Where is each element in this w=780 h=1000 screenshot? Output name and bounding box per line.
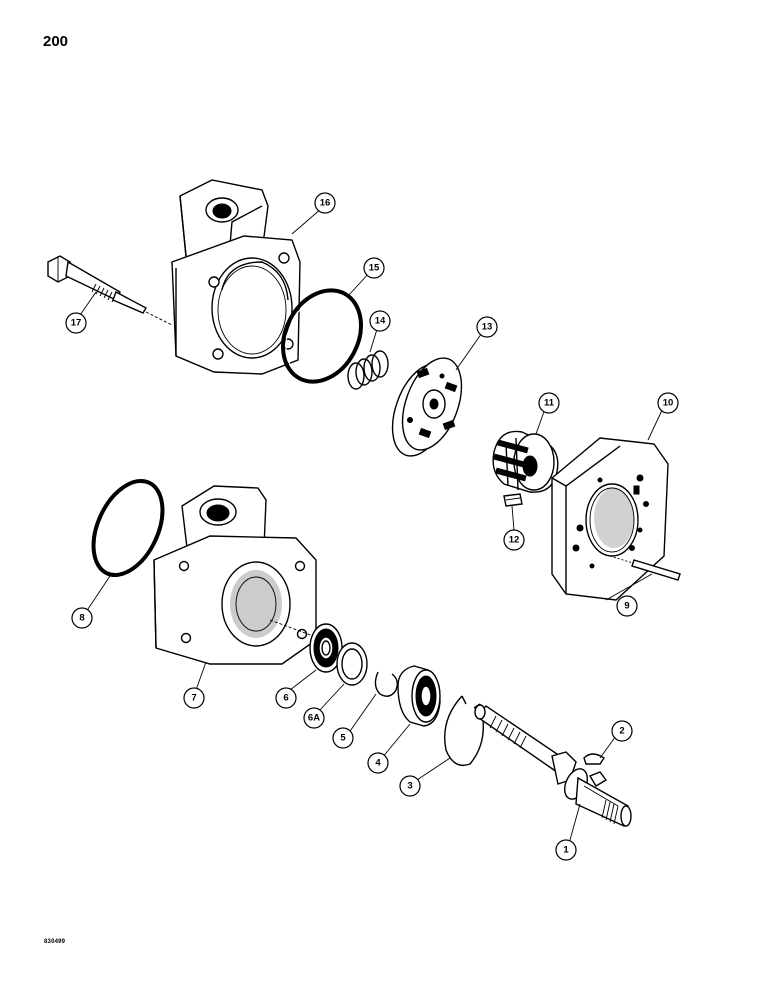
front-housing-part: [153, 485, 325, 665]
callout-13-label: 13: [482, 322, 493, 333]
callout-13: 13: [476, 316, 498, 338]
callout-7: 7: [183, 687, 205, 709]
page-number: 200: [43, 33, 69, 50]
pressure-plate-part: [391, 357, 463, 457]
front-o-ring-part: [91, 478, 165, 578]
callout-6: 6: [275, 687, 297, 709]
callout-1-label: 1: [563, 845, 569, 856]
vane-part: [503, 493, 523, 507]
callout-15-label: 15: [369, 263, 380, 274]
callout-14: 14: [369, 310, 391, 332]
callout-17: 17: [65, 312, 87, 334]
callout-15: 15: [363, 257, 385, 279]
cam-plate-part: [551, 437, 669, 601]
callout-5-label: 5: [340, 733, 346, 744]
callout-12-label: 12: [509, 535, 520, 546]
callout-4-label: 4: [375, 758, 381, 769]
callout-8-label: 8: [79, 613, 84, 624]
callout-4: 4: [367, 752, 389, 774]
callout-2: 2: [611, 720, 633, 742]
callout-16: 16: [314, 192, 336, 214]
callout-17-label: 17: [71, 318, 82, 329]
callout-10: 10: [657, 392, 679, 414]
callout-2-label: 2: [619, 726, 624, 737]
bearing-part: [309, 623, 343, 673]
callout-6a-label: 6A: [308, 713, 320, 724]
callout-16-label: 16: [320, 198, 331, 209]
figure-code: 830499: [44, 939, 66, 945]
callout-3: 3: [399, 775, 421, 797]
rear-housing-part: [171, 179, 301, 375]
callout-5: 5: [332, 727, 354, 749]
bolt-part: [47, 255, 173, 326]
callout-11-label: 11: [544, 398, 555, 409]
callout-9: 9: [616, 595, 638, 617]
drive-shaft-part: [474, 704, 632, 828]
callout-3-label: 3: [407, 781, 412, 792]
callout-7-label: 7: [191, 693, 196, 704]
callout-6a: 6A: [303, 707, 325, 729]
callout-9-label: 9: [624, 601, 629, 612]
callout-11: 11: [538, 392, 560, 414]
callout-12: 12: [503, 529, 525, 551]
callout-8: 8: [71, 607, 93, 629]
shaft-key-part: [583, 753, 605, 765]
washer-part: [336, 642, 368, 686]
callout-6-label: 6: [283, 693, 288, 704]
callout-10-label: 10: [663, 398, 674, 409]
dowel-pin-part: [609, 555, 681, 581]
snap-ring-small-part: [374, 671, 399, 697]
rotor-part: [492, 430, 559, 493]
callout-1: 1: [555, 839, 577, 861]
rear-o-ring-part: [281, 288, 363, 384]
shaft-bearing-part: [397, 665, 441, 727]
callout-14-label: 14: [375, 316, 386, 327]
spring-part: [347, 350, 389, 390]
